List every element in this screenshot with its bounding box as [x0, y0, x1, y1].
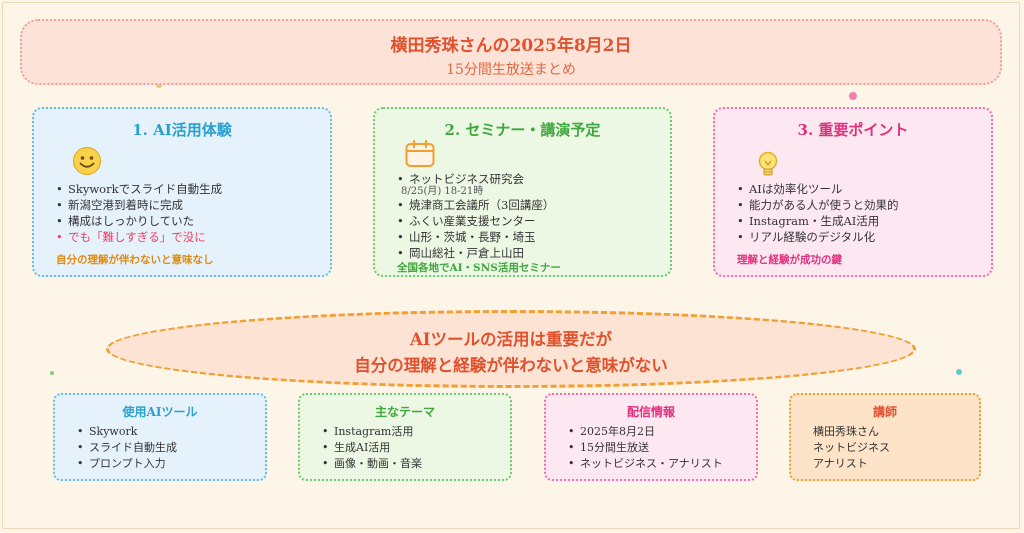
- list-item: 能力がある人が使うと効果的: [737, 197, 899, 213]
- info-box-heading: 配信情報: [626, 405, 675, 419]
- list-item: 岡山総社・戸倉上山田: [397, 245, 554, 261]
- list-item-highlight: でも「難しすぎる」で没に: [56, 229, 222, 245]
- list-item: 焼津商工会議所（3回講座）: [397, 197, 554, 213]
- list-item: 画像・動画・音楽: [322, 456, 510, 472]
- card-footer: 理解と経験が成功の鍵: [737, 254, 842, 266]
- card-footer: 自分の理解が伴わないと意味なし: [56, 254, 214, 266]
- list-item: 2025年8月2日: [568, 424, 756, 440]
- smiley-face-icon: [73, 147, 101, 175]
- list-item: アナリスト: [813, 457, 868, 470]
- list-item: AIは効率化ツール: [737, 181, 899, 197]
- card-heading: 2. セミナー・講演予定: [444, 121, 601, 139]
- key-message-ellipse: AIツールの活用は重要だが 自分の理解と経験が伴わないと意味がない: [106, 310, 916, 388]
- list-item: ふくい産業支援センター: [397, 213, 554, 229]
- info-box-heading: 講師: [872, 405, 897, 419]
- list-item: 新潟空港到着時に完成: [56, 197, 222, 213]
- decorative-dot: [956, 369, 962, 375]
- info-box-heading: 主なテーマ: [374, 405, 435, 419]
- list-item: Skywork: [77, 424, 265, 440]
- info-box-instructor: 講師 横田秀珠さん ネットビジネス アナリスト: [789, 393, 981, 481]
- page-title: 横田秀珠さんの2025年8月2日: [390, 36, 632, 56]
- key-message-line: AIツールの活用は重要だが: [409, 330, 613, 349]
- decorative-dot: [50, 371, 54, 375]
- decorative-dot: [849, 92, 857, 100]
- key-message-line: 自分の理解と経験が伴わないと意味がない: [354, 356, 668, 375]
- card-heading: 3. 重要ポイント: [797, 121, 909, 139]
- list-item: Instagram・生成AI活用: [737, 213, 899, 229]
- page-subtitle: 15分間生放送まとめ: [446, 62, 576, 78]
- list-item: 横田秀珠さん: [813, 425, 879, 438]
- list-item: 生成AI活用: [322, 440, 510, 456]
- seminar-date-note: 8/25(月) 18-21時: [401, 186, 484, 197]
- card-footer: 全国各地でAI・SNS活用セミナー: [397, 262, 561, 274]
- list-item: ネットビジネス・アナリスト: [568, 456, 756, 472]
- card-ai-experience: 1. AI活用体験 Skyworkでスライド自動生成 新潟空港到着時に完成 構成…: [32, 107, 332, 277]
- decorative-dot: [156, 82, 162, 88]
- card-key-points: 3. 重要ポイント AIは効率化ツール 能力がある人が使うと効果的 Instag…: [713, 107, 993, 277]
- info-box-heading: 使用AIツール: [122, 405, 198, 419]
- list-item: リアル経験のデジタル化: [737, 229, 899, 245]
- card-seminar-schedule: 2. セミナー・講演予定 ネットビジネス研究会 8/25(月) 18-21時 焼…: [373, 107, 672, 277]
- list-item: 山形・茨城・長野・埼玉: [397, 229, 554, 245]
- calendar-icon: [405, 140, 435, 167]
- info-box-ai-tools: 使用AIツール Skywork スライド自動生成 プロンプト入力: [53, 393, 267, 481]
- lightbulb-icon: [758, 151, 778, 176]
- card-heading: 1. AI活用体験: [132, 121, 232, 139]
- list-item: Skyworkでスライド自動生成: [56, 181, 222, 197]
- list-item: ネットビジネス研究会: [397, 171, 524, 187]
- list-item: 構成はしっかりしていた: [56, 213, 222, 229]
- list-item: スライド自動生成: [77, 440, 265, 456]
- list-item: 15分間生放送: [568, 440, 756, 456]
- title-banner: 横田秀珠さんの2025年8月2日 15分間生放送まとめ: [20, 19, 1002, 85]
- list-item: Instagram活用: [322, 424, 510, 440]
- list-item: ネットビジネス: [813, 441, 890, 454]
- info-box-broadcast: 配信情報 2025年8月2日 15分間生放送 ネットビジネス・アナリスト: [544, 393, 758, 481]
- info-box-themes: 主なテーマ Instagram活用 生成AI活用 画像・動画・音楽: [298, 393, 512, 481]
- list-item: プロンプト入力: [77, 456, 265, 472]
